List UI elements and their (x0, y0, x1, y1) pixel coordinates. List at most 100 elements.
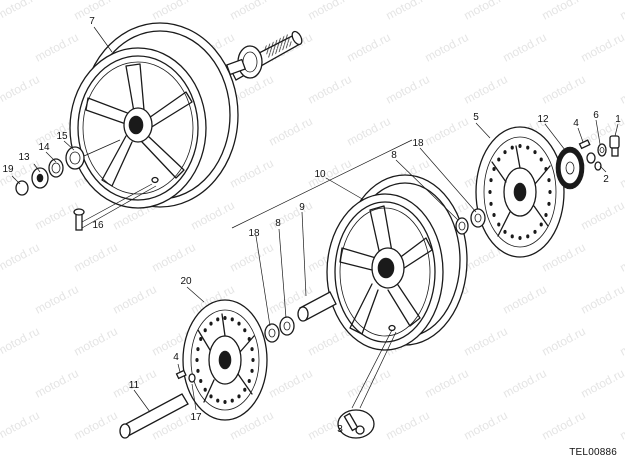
disc-hole (243, 328, 247, 333)
leader-lines (11, 26, 619, 413)
watermark-text: motod.ru (266, 366, 314, 401)
front-brake-disc-left (182, 299, 268, 421)
disc-hole (539, 222, 543, 227)
watermark-text: motod.ru (71, 324, 119, 359)
rear-valve (73, 183, 157, 231)
watermark-text: motod.ru (227, 156, 275, 191)
callout-8-left: 8 (275, 218, 281, 229)
watermark-text: motod.ru (32, 282, 80, 317)
watermark-text: motod.ru (383, 72, 431, 107)
watermark-text: motod.ru (0, 240, 42, 275)
watermark-text: motod.ru (383, 0, 431, 23)
watermark-text: motod.ru (539, 0, 587, 23)
callout-8-right: 8 (391, 150, 397, 161)
disc-hole (533, 150, 537, 155)
disc-hole (547, 178, 551, 183)
watermark-text: motod.ru (539, 408, 587, 443)
disc-hole (230, 398, 234, 403)
watermark-text: motod.ru (305, 0, 353, 23)
callout-9: 9 (299, 202, 305, 213)
watermark-text: motod.ru (32, 30, 80, 65)
watermark-text: motod.ru (149, 0, 197, 23)
callout-18-right: 18 (412, 138, 424, 149)
disc-hole (526, 145, 530, 150)
rear-wheel (69, 22, 239, 209)
disc-hole (492, 213, 496, 217)
callout-11: 11 (129, 380, 140, 391)
disc-hole (196, 368, 200, 373)
watermark-text: motod.ru (110, 282, 158, 317)
callout-1: 1 (615, 114, 621, 125)
watermark-text: motod.ru (0, 72, 42, 107)
disc-hole (250, 347, 254, 352)
watermark-text: motod.ru (266, 198, 314, 233)
disc-hole (251, 358, 255, 362)
watermark-text: motod.ru (305, 156, 353, 191)
watermark-text: motod.ru (617, 324, 625, 359)
watermark-text: motod.ru (461, 0, 509, 23)
watermark-text: motod.ru (617, 0, 625, 23)
watermark-text: motod.ru (617, 72, 625, 107)
assembly-bracket (231, 139, 413, 229)
watermark-text: motod.ru (539, 72, 587, 107)
watermark-text: motod.ru (149, 240, 197, 275)
watermark-text: motod.ru (617, 240, 625, 275)
disc-hole (243, 387, 247, 392)
disc-hole (492, 167, 496, 171)
disc-hole (247, 379, 251, 383)
callout-14: 14 (38, 142, 50, 153)
disc-hole (518, 236, 522, 240)
disc-hole (503, 229, 507, 234)
disc-hole (237, 394, 241, 399)
disc-hole (548, 190, 552, 194)
disc-hole (544, 213, 548, 217)
disc-hole (230, 317, 234, 322)
watermark-text: motod.ru (617, 156, 625, 191)
disc-hole (199, 337, 203, 341)
watermark-text: motod.ru (461, 324, 509, 359)
watermark-text: motod.ru (0, 324, 42, 359)
watermark-text: motod.ru (71, 408, 119, 443)
watermark-text: motod.ru (344, 366, 392, 401)
watermark-text: motod.ru (0, 0, 42, 23)
disc-hole (489, 201, 493, 206)
disc-hole (247, 337, 251, 341)
watermark-text: motod.ru (305, 72, 353, 107)
callout-10: 10 (314, 169, 326, 180)
disc-hole (547, 201, 551, 206)
watermark-text: motod.ru (344, 114, 392, 149)
watermark-text: motod.ru (266, 114, 314, 149)
disc-hole (199, 379, 203, 383)
disc-hole (196, 347, 200, 352)
disc-hole (503, 150, 507, 155)
disc-hole (518, 144, 522, 148)
disc-hole (544, 167, 548, 171)
disc-hole (209, 321, 213, 326)
sprocket (555, 146, 585, 190)
sprocket-hardware (578, 135, 620, 171)
rear-brake-disc-right (475, 126, 565, 258)
disc-hole (216, 398, 220, 403)
watermark-text: motod.ru (422, 114, 470, 149)
callout-19: 19 (2, 164, 14, 175)
disc-hole (539, 157, 543, 162)
watermark-text: motod.ru (617, 408, 625, 443)
callout-18-left: 18 (248, 228, 260, 239)
disc-hole (497, 222, 501, 227)
rear-wheel-shaft (225, 30, 303, 81)
watermark-text: motod.ru (578, 366, 625, 401)
rear-wheel-spacers (15, 139, 121, 196)
disc-hole (250, 368, 254, 373)
watermark-text: motod.ru (539, 324, 587, 359)
disc-hole (223, 316, 227, 320)
watermark-text: motod.ru (0, 408, 42, 443)
disc-hole (203, 387, 207, 392)
watermark-text: motod.ru (578, 30, 625, 65)
watermark-text: motod.ru (422, 366, 470, 401)
front-axle-spacers (264, 291, 337, 343)
callout-5: 5 (473, 112, 479, 123)
watermark-text: motod.ru (71, 240, 119, 275)
disc-hole (203, 328, 207, 333)
watermark-text: motod.ru (461, 72, 509, 107)
